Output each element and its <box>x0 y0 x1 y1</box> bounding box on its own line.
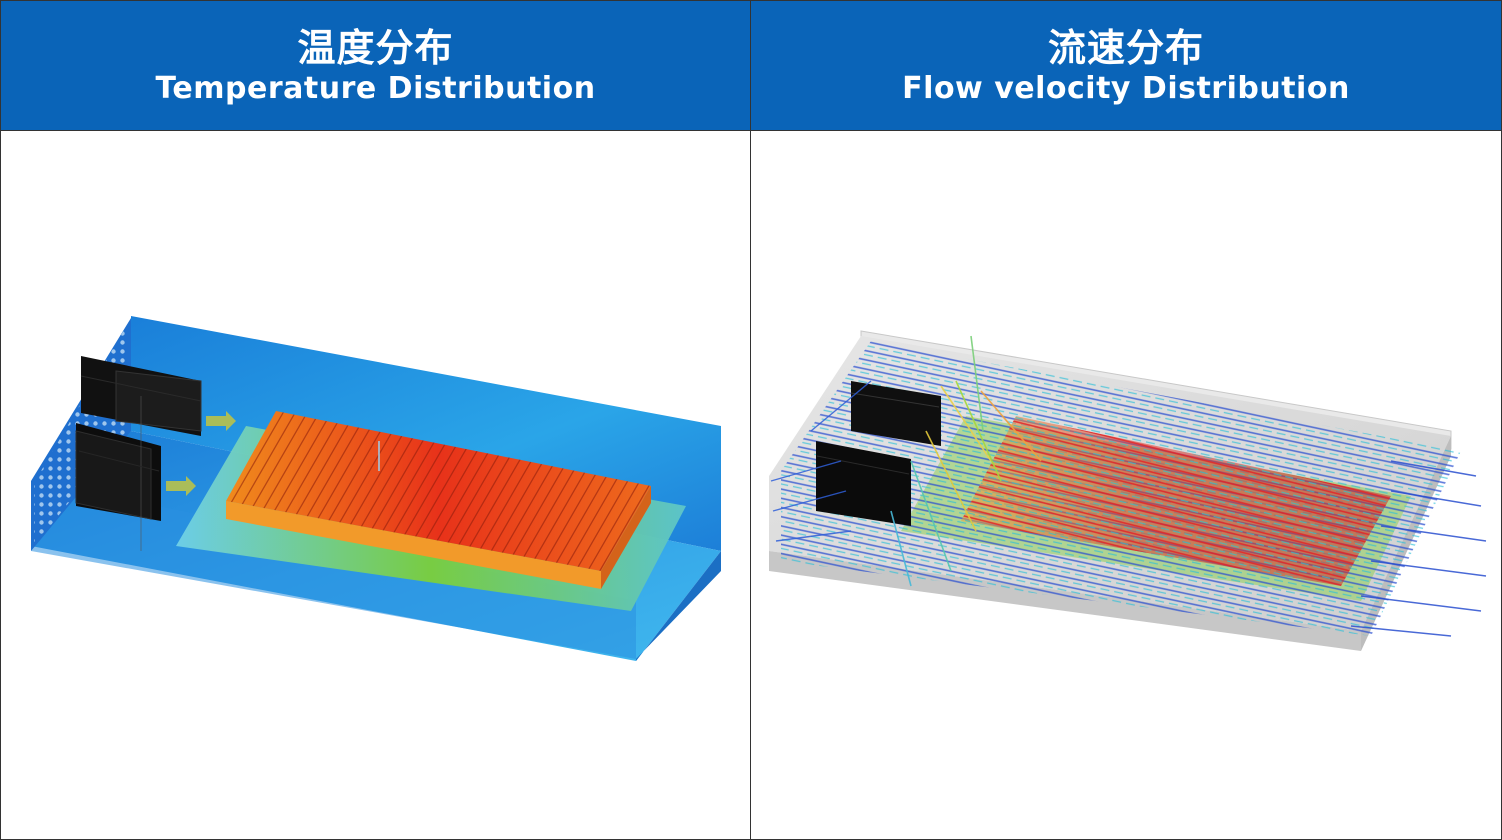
flow-velocity-title-jp: 流速分布 <box>1047 25 1204 70</box>
temperature-title-en: Temperature Distribution <box>155 70 596 106</box>
temperature-distribution-image <box>31 316 721 661</box>
flow-velocity-title-en: Flow velocity Distribution <box>902 70 1350 106</box>
flow-velocity-header: 流速分布 Flow velocity Distribution <box>751 1 1501 131</box>
temperature-image-cell <box>1 131 751 839</box>
temperature-title-jp: 温度分布 <box>297 25 454 70</box>
flow-velocity-image <box>769 330 1487 651</box>
temperature-header: 温度分布 Temperature Distribution <box>1 1 751 131</box>
flow-velocity-image-cell <box>751 131 1501 839</box>
